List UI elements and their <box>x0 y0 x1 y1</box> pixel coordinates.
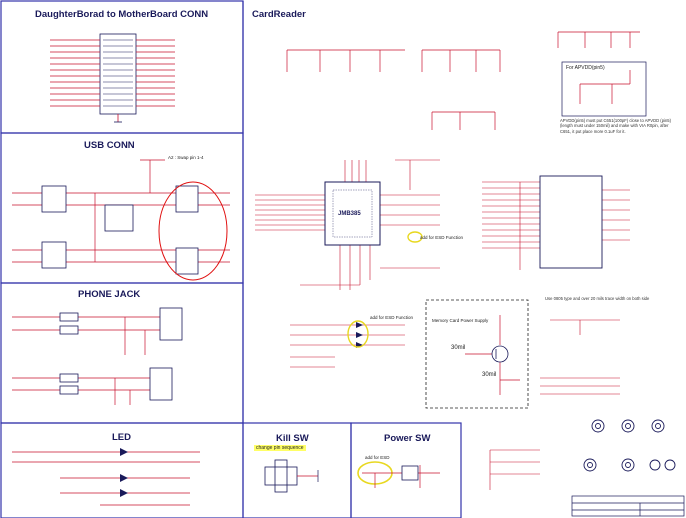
cardreader-decoupling-rows <box>286 31 640 130</box>
phonejack-section-title: PHONE JACK <box>78 289 141 300</box>
apvdd-note: APVDD(pin5) must put C651(100pF) close t… <box>560 118 672 134</box>
trace-width-2: 30mil <box>482 372 497 378</box>
memory-card-power-box <box>425 299 529 409</box>
usb-swap-note: A2 : Swap pin 1-4 <box>168 155 204 160</box>
power-switch-circuit <box>357 461 440 488</box>
title-block <box>571 495 685 517</box>
usb-section-title: USB CONN <box>84 140 135 151</box>
apvdd-title: For APVDD(pin5) <box>566 65 605 71</box>
killsw-pin-note: change pin sequence <box>254 445 306 451</box>
daughterboard-section-title: DaughterBorad to MotherBoard CONN <box>35 9 209 20</box>
mounting-holes <box>583 419 676 472</box>
bottom-resistor-chain <box>489 449 540 490</box>
esd-diode-row <box>290 320 405 368</box>
led-section-title: LED <box>112 432 131 443</box>
led-circuit <box>12 448 200 506</box>
trace-width-1: 30mil <box>451 345 466 351</box>
card-slot-connector <box>482 175 630 270</box>
phone-jack-circuit <box>12 307 183 405</box>
emi-note: Use 0805 type and over 20 mils trace wid… <box>545 296 650 301</box>
section-frames <box>0 0 462 518</box>
daughterboard-connector <box>50 33 175 123</box>
cardreader-chip-block <box>255 159 440 290</box>
memory-card-label: Memory Card Power Supply <box>432 318 489 323</box>
powersw-section-title: Power SW <box>384 433 431 444</box>
kill-switch-circuit <box>264 459 319 493</box>
cardreader-chip-name: JMB385 <box>338 211 361 217</box>
usb-connector-circuit <box>12 159 230 281</box>
emi-filter-area <box>540 319 620 395</box>
killsw-section-title: Kill SW <box>276 433 309 444</box>
cardreader-section-title: CardReader <box>252 9 306 20</box>
apvdd-box <box>561 61 647 117</box>
powersw-esd-note: add for ESD <box>365 455 390 460</box>
esd-note-diodes: add for ESD Function <box>370 315 414 320</box>
esd-note-chip: add for ESD Function <box>420 235 464 240</box>
